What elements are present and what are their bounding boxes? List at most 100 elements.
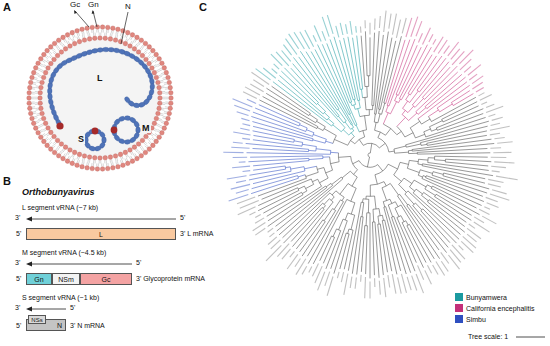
lipid-tail [64,40,66,43]
lipid-head [72,150,77,155]
lipid-tail [59,146,61,148]
tree-branch [251,178,298,193]
tree-branch [351,102,352,105]
lipid-tail [100,33,101,36]
lipid-head [147,45,152,50]
lipid-tail [145,146,147,148]
lipid-tail [154,59,157,61]
tree-branch [340,184,348,195]
lipid-head [33,66,38,71]
segment-label: S [77,135,85,144]
lipid-head [33,126,38,131]
lipid-head [125,30,130,35]
tree-branch [317,128,323,131]
lipid-tail [61,152,63,155]
lipid-tail [125,159,126,162]
tip-label-mark [374,18,376,29]
tree-branch [380,224,387,272]
protein-label: N [125,3,131,11]
tree-branch [296,202,333,249]
vrna-line [31,264,132,265]
lipid-tail [53,142,55,144]
end-label: 5' [180,214,185,221]
lipid-head [166,75,171,80]
tree-branch [253,166,285,170]
tip-label-mark [242,124,250,126]
tree-branch [384,207,401,271]
tip-label-mark [227,176,247,179]
lipid-tail [32,106,35,107]
tree-branch [433,172,443,175]
lipid-tail [145,142,147,144]
tip-label-mark [484,207,490,210]
tree-branch [409,113,417,121]
tip-label-mark [464,66,471,72]
tree-branch [253,161,309,166]
lipid-head [56,38,61,43]
lipid-tail [103,29,104,32]
tip-label-mark [488,179,503,182]
lipid-tail [144,51,146,53]
lipid-tail [152,133,155,135]
lipid-tail [162,117,165,119]
lipid-head [108,155,113,160]
tip-label-mark [388,275,390,287]
tree-branch [253,140,302,146]
tip-label-mark [448,42,459,56]
tree-branch [418,175,422,177]
segment-label: L [96,74,104,83]
mrna-label: 3' N mRNA [70,322,105,329]
tree-branch [421,195,428,200]
tree-branch [353,161,359,164]
lipid-tail [151,60,154,62]
lipid-tail [35,87,38,89]
tree-branch [361,89,362,97]
tree-branch [402,110,405,114]
lipid-tail [162,108,165,110]
lipid-tail [155,133,158,135]
tip-label-mark [490,194,509,200]
lipid-tail [106,160,107,163]
lipid-tail [88,30,90,33]
tree-branch [343,130,349,135]
lipid-tail [54,51,56,53]
tree-branch [397,196,439,259]
lipid-tail [53,48,55,50]
tree-branch [273,82,332,126]
tree-branch [375,222,379,278]
scale-bar [516,337,545,338]
lipid-head [36,61,41,66]
lipid-tail [106,30,107,33]
lipid-head [130,159,135,164]
lipid-tail [43,66,46,68]
tree-branch [386,207,407,274]
tree-branch [259,100,316,129]
lipid-tail [165,92,168,93]
lipid-head [169,101,174,106]
lipid-tail [117,161,119,164]
tip-label-mark [467,234,476,242]
lipid-tail [145,52,147,54]
polymerase [111,127,118,134]
lipid-tail [68,156,69,159]
lipid-head [95,167,100,172]
lipid-head [27,101,32,106]
leader-line [75,11,89,27]
gc-coding-box: Gc [80,273,132,285]
tree-branch [423,176,426,177]
tree-branch [253,112,306,131]
tree-branch [317,168,324,170]
tip-label-mark [490,133,500,135]
lipid-tail [154,130,157,132]
lipid-head [75,29,80,34]
tree-branch [445,159,491,162]
end-label: 5' [16,322,21,329]
lipid-tail [41,70,44,71]
tree-branch [255,108,299,126]
lipid-head [61,156,66,161]
end-label: 3' [15,259,20,266]
lipid-tail [126,38,127,41]
tree-branch [397,131,401,134]
tree-branch [417,153,490,154]
tree-branch [247,153,331,155]
